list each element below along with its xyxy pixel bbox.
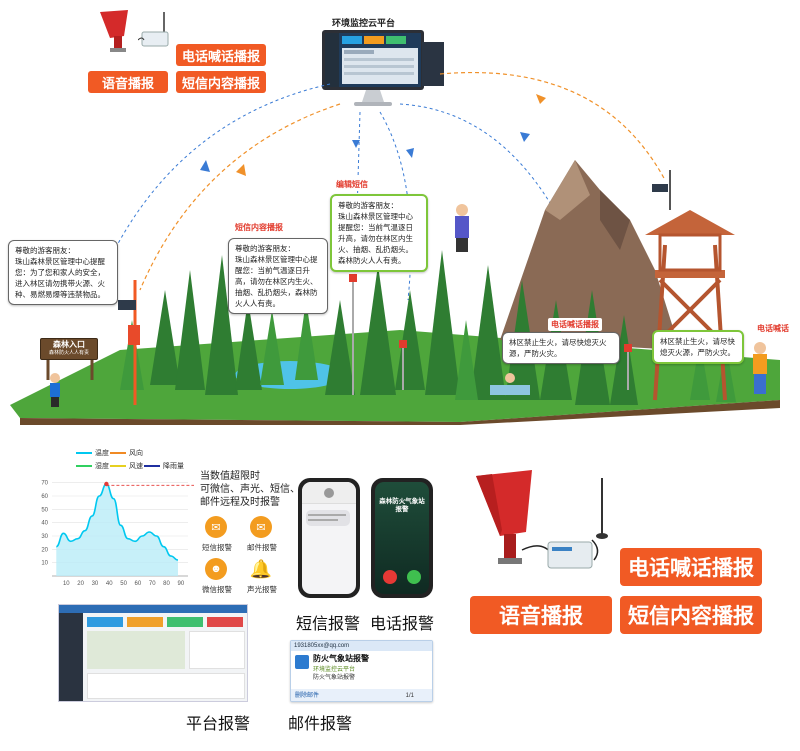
- bubble-left: 尊敬的游客朋友： 珠山森林景区管理中心提醒您：为了您和家人的安全，进入林区请勿携…: [8, 240, 118, 305]
- device-tag-sms-broadcast: 短信内容播报: [620, 596, 762, 634]
- email-subject: 防火气象站报警: [313, 654, 369, 663]
- email-line-1: 环境监控云平台: [313, 667, 356, 673]
- series-line: [55, 483, 179, 561]
- bubble-call: 林区禁止生火，请尽快熄灭火源，严防火灾。: [502, 332, 620, 364]
- bubble-call-body: 林区禁止生火，请尽快熄灭火源，严防火灾。: [509, 338, 607, 358]
- x-tick-label-5: 60: [135, 581, 142, 587]
- x-tick-label-3: 40: [106, 581, 113, 587]
- sms-alert-icon: ✉: [205, 516, 227, 538]
- bubble-mid-greeting: 尊敬的游客朋友：: [235, 244, 295, 253]
- sms-edit-tag: 编辑短信: [333, 178, 371, 191]
- y-tick-label-4: 50: [41, 507, 48, 513]
- bubble-right-body: 林区禁止生火，请尽快熄灭火源，严防火灾。: [660, 337, 735, 357]
- controller-box-icon: [137, 10, 172, 50]
- bubble-top-greeting: 尊敬的游客朋友：: [338, 201, 398, 210]
- sound-light-alert-label: 声光报警: [247, 585, 277, 594]
- x-tick-label-4: 50: [120, 581, 127, 587]
- sign-title: 森林入口: [53, 340, 85, 349]
- series-area: [56, 484, 178, 576]
- x-tick-label-0: 10: [63, 581, 70, 587]
- top-tag-phone-broadcast: 电话喊话播报: [176, 44, 267, 66]
- bubble-left-greeting: 尊敬的游客朋友：: [15, 246, 75, 255]
- sms-avatar: [324, 488, 334, 498]
- bubble-mid-tag: 短信内容播报: [232, 221, 286, 234]
- peak-point: [104, 481, 109, 487]
- decline-call-button[interactable]: [383, 570, 397, 584]
- call-alert-caption: 电话报警: [370, 616, 435, 633]
- top-tag-sms-broadcast: 短信内容播报: [176, 71, 267, 93]
- bubble-call-tag: 电话喊话播报: [548, 318, 602, 331]
- email-pager[interactable]: 1/1: [405, 693, 414, 699]
- legend-item-wind-direction: 风向: [110, 448, 143, 458]
- y-tick-label-6: 70: [41, 481, 48, 487]
- y-tick-label-1: 20: [41, 547, 48, 553]
- alert-desc-line-3: 邮件远程及时报警: [200, 497, 280, 508]
- forest-scene: [0, 150, 800, 425]
- email-from: 1931805xx@qq.com: [291, 641, 432, 651]
- email-icon: [295, 655, 309, 669]
- platform-title: 环境监控云平台: [332, 18, 396, 28]
- sign-subtitle: 森林防火人人有责: [48, 350, 89, 356]
- threshold-chart: 10 20 30 40 50 60 70 10 20 30 40 50 60 70 80 90: [41, 481, 194, 587]
- delete-email-button[interactable]: 删除邮件: [295, 693, 320, 699]
- email-alert-icon: ✉: [250, 516, 272, 538]
- y-tick-label-5: 60: [41, 494, 48, 500]
- device-tag-voice-broadcast: 语音播报: [470, 596, 612, 634]
- wechat-alert-icon: ☻: [205, 558, 227, 580]
- x-tick-label-8: 90: [177, 581, 184, 587]
- horn-speaker-device: [472, 470, 620, 580]
- call-title: 森林防火气象站报警: [379, 498, 425, 513]
- email-alert-caption: 邮件报警: [288, 716, 353, 733]
- legend-item-temperature: 温度: [76, 448, 109, 458]
- legend-item-rainfall: 降雨量: [144, 461, 184, 471]
- accept-call-button[interactable]: [407, 570, 421, 584]
- platform-alert-caption: 平台报警: [186, 716, 251, 733]
- y-tick-label-3: 40: [41, 521, 48, 527]
- bubble-right-tag: 电话喊话: [754, 322, 792, 335]
- horn-speaker-icon: [98, 8, 138, 54]
- alert-description: 当数值超限时 可微信、声光、短信、 邮件远程及时报警: [200, 470, 300, 509]
- bubble-top-body: 珠山森林景区管理中心提醒您：当前气温逐日升高，请勿在林区内生火、抽烟、乱扔烟头。…: [338, 212, 413, 265]
- platform-map: [87, 631, 185, 669]
- x-tick-label-6: 70: [149, 581, 156, 587]
- email-alert-label: 邮件报警: [247, 543, 277, 552]
- platform-screenshot: [58, 604, 248, 702]
- email-line-2: 防火气象站报警: [313, 675, 356, 681]
- legend-item-humidity: 湿度: [76, 461, 109, 471]
- x-tick-label-7: 80: [163, 581, 170, 587]
- top-tag-voice-broadcast: 语音播报: [88, 71, 168, 93]
- alert-desc-line-1: 当数值超限时: [200, 471, 260, 482]
- bubble-mid-body: 珠山森林景区管理中心提醒您：当前气温逐日升高，请勿在林区内生火、抽烟、乱扔烟头，…: [235, 255, 318, 308]
- bubble-top: 尊敬的游客朋友： 珠山森林景区管理中心提醒您：当前气温逐日升高，请勿在林区内生火…: [330, 194, 428, 272]
- x-tick-label-2: 30: [92, 581, 99, 587]
- sms-alert-label: 短信报警: [202, 543, 232, 552]
- cloud-platform-monitor: [318, 28, 448, 108]
- sms-phone: [298, 478, 360, 598]
- alert-desc-line-2: 可微信、声光、短信、: [200, 484, 300, 495]
- bubble-mid: 尊敬的游客朋友： 珠山森林景区管理中心提醒您：当前气温逐日升高，请勿在林区内生火…: [228, 238, 328, 314]
- device-tag-phone-broadcast: 电话喊话播报: [620, 548, 762, 586]
- sms-alert-caption: 短信报警: [296, 616, 361, 633]
- bubble-left-body: 珠山森林景区管理中心提醒您：为了您和家人的安全，进入林区请勿携带火源、火种、易燃…: [15, 257, 105, 299]
- x-tick-label-1: 20: [77, 581, 84, 587]
- legend-item-wind-speed: 风速: [110, 461, 143, 471]
- sms-message-bubble: [306, 510, 350, 526]
- bubble-right: 林区禁止生火，请尽快熄灭火源，严防火灾。: [652, 330, 744, 364]
- email-notification: 1931805xx@qq.com 防火气象站报警 环境监控云平台 防火气象站报警…: [290, 640, 433, 702]
- y-tick-label-0: 10: [41, 561, 48, 567]
- y-tick-label-2: 30: [41, 534, 48, 540]
- forest-entrance-sign: 森林入口 森林防火人人有责: [40, 338, 98, 360]
- call-phone: 森林防火气象站报警: [371, 478, 433, 598]
- sound-light-alert-icon: 🔔: [249, 558, 273, 579]
- wechat-alert-label: 微信报警: [202, 585, 232, 594]
